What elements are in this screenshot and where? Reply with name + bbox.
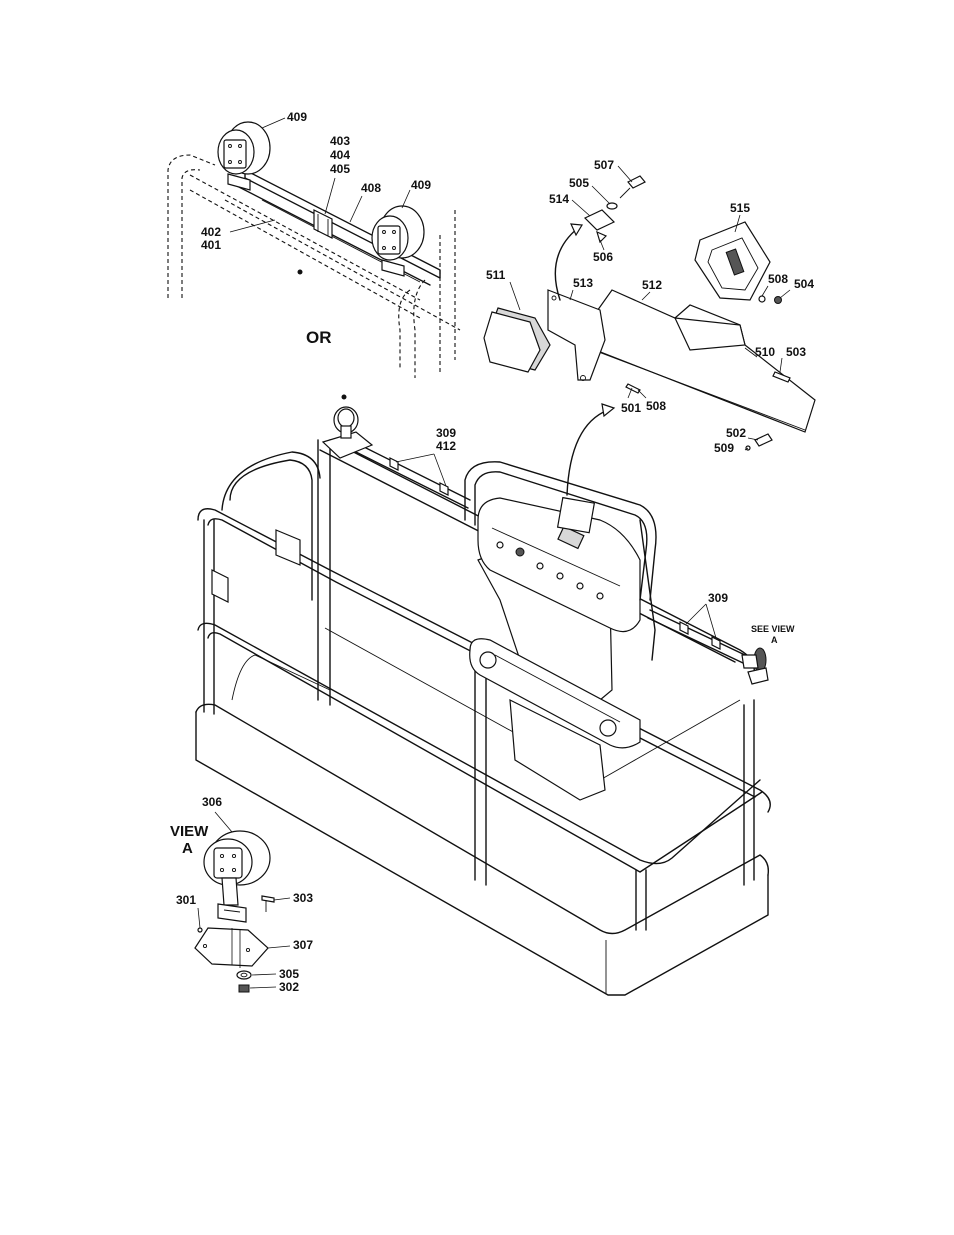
label-see-view-a: A <box>771 635 778 645</box>
label-510: 510 <box>755 345 775 359</box>
label-409-left: 409 <box>287 110 307 124</box>
label-506: 506 <box>593 250 613 264</box>
label-508-lower: 508 <box>646 399 666 413</box>
label-507: 507 <box>594 158 614 172</box>
work-light-409-right <box>371 205 425 277</box>
label-309-rear: 309 <box>436 426 456 440</box>
label-303: 303 <box>293 891 313 905</box>
light-511 <box>483 307 551 373</box>
label-403: 403 <box>330 134 350 148</box>
label-view-a: A <box>182 840 193 857</box>
view-a-detail <box>194 830 275 993</box>
label-502: 502 <box>726 426 746 440</box>
label-513: 513 <box>573 276 593 290</box>
label-512: 512 <box>642 278 662 292</box>
label-306: 306 <box>202 795 222 809</box>
control-box-light-assembly <box>483 175 816 496</box>
part-labels: 409 403 404 405 408 409 402 401 OR 507 5… <box>170 110 814 994</box>
label-515: 515 <box>730 201 750 215</box>
platform-basket <box>195 406 771 996</box>
label-or: OR <box>306 328 332 347</box>
label-401: 401 <box>201 238 221 252</box>
label-412: 412 <box>436 439 456 453</box>
label-409-right: 409 <box>411 178 431 192</box>
label-408: 408 <box>361 181 381 195</box>
label-301: 301 <box>176 893 196 907</box>
leader-lines <box>197 117 791 989</box>
label-305: 305 <box>279 967 299 981</box>
label-402: 402 <box>201 225 221 239</box>
label-509: 509 <box>714 441 734 455</box>
label-309-front: 309 <box>708 591 728 605</box>
label-307: 307 <box>293 938 313 952</box>
work-light-409-left <box>217 121 271 191</box>
label-view: VIEW <box>170 823 209 840</box>
label-511: 511 <box>486 268 506 282</box>
label-503: 503 <box>786 345 806 359</box>
label-508-upper: 508 <box>768 272 788 286</box>
basket-light-rear <box>321 406 374 459</box>
label-514: 514 <box>549 192 569 206</box>
upper-rail-assembly <box>167 121 461 400</box>
label-405: 405 <box>330 162 350 176</box>
label-302: 302 <box>279 980 299 994</box>
label-504: 504 <box>794 277 814 291</box>
label-see-view: SEE VIEW <box>751 624 795 634</box>
basket-light-front <box>741 647 769 685</box>
label-501: 501 <box>621 401 641 415</box>
light-515 <box>694 221 771 301</box>
label-404: 404 <box>330 148 350 162</box>
label-505: 505 <box>569 176 589 190</box>
